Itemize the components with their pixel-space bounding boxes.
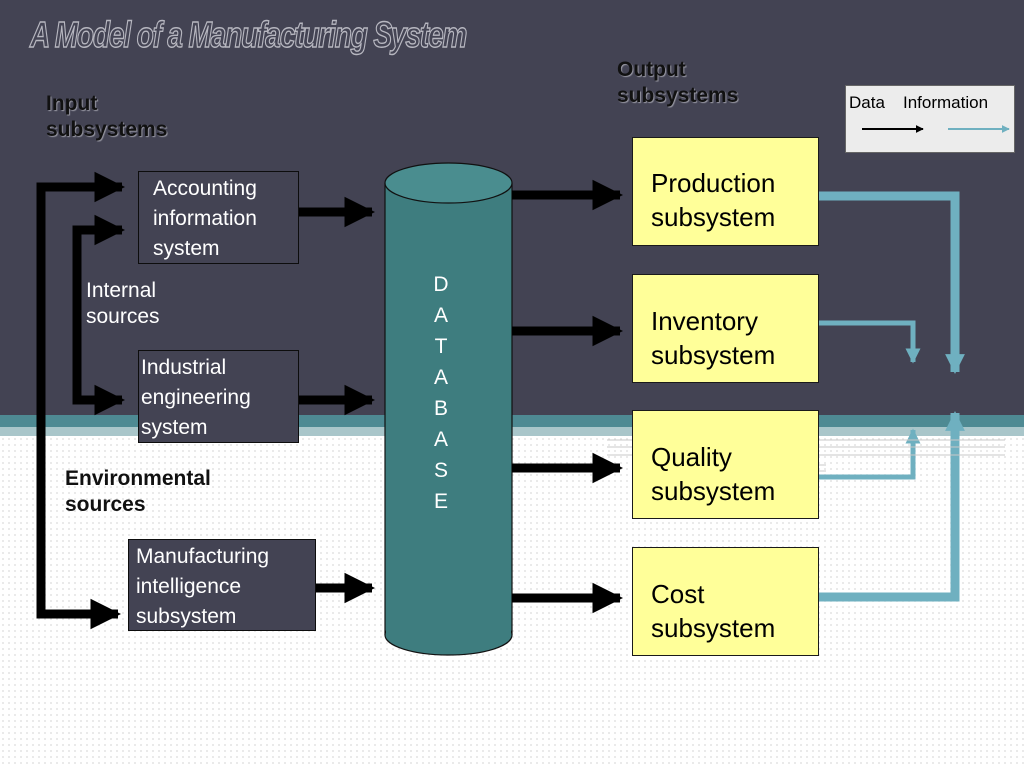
internal-sources-label: Internal sources (86, 278, 160, 331)
database-letter: D (433, 273, 449, 296)
environmental-sources-label: Environmental sources (65, 466, 211, 519)
output-data-arrows (512, 179, 624, 614)
output-subsystems-label: Output subsystems (617, 57, 738, 110)
database-label: D A T A B A S E (426, 269, 456, 517)
inventory-subsystem-box: Inventory subsystem (632, 274, 819, 383)
manufacturing-intelligence-subsystem-box: Manufacturing intelligence subsystem (128, 539, 316, 631)
box-line: subsystem (651, 476, 776, 507)
internal-label-line-2: sources (86, 305, 160, 329)
legend: Data Information (845, 85, 1015, 153)
production-subsystem-box: Production subsystem (632, 137, 819, 246)
database-letter: B (433, 397, 448, 420)
output-label-line-2: subsystems (617, 84, 739, 108)
database-cylinder (384, 162, 513, 656)
box-line: Industrial (141, 356, 227, 379)
accounting-information-system-box: Accounting information system (138, 171, 299, 264)
input-label-line-1: Input (46, 92, 98, 115)
box-line: intelligence (136, 575, 242, 599)
box-line: engineering (141, 386, 251, 410)
box-line: system (141, 416, 208, 440)
industrial-engineering-system-box: Industrial engineering system (138, 350, 299, 443)
database-letter: A (433, 428, 448, 451)
legend-data-label: Data (849, 93, 885, 112)
database-letter: T (434, 335, 448, 358)
cost-subsystem-box: Cost subsystem (632, 547, 819, 656)
internal-sources-bracket (36, 171, 126, 630)
environmental-label-line-2: sources (65, 493, 146, 517)
box-line: information (153, 207, 257, 231)
quality-subsystem-box: Quality subsystem (632, 410, 819, 519)
input-subsystems-label: Input subsystems (46, 91, 167, 144)
box-line: Production (651, 168, 776, 198)
box-line: Manufacturing (136, 545, 270, 568)
box-line: subsystem (651, 340, 776, 371)
database-letter: A (433, 366, 448, 389)
information-flow-arrows (819, 191, 965, 602)
database-letter: E (433, 490, 448, 513)
database-letter: A (433, 304, 448, 327)
box-line: Quality (651, 442, 732, 472)
legend-arrows (862, 125, 1010, 133)
box-line: Accounting (153, 177, 257, 200)
input-label-line-2: subsystems (46, 118, 168, 142)
box-line: subsystem (651, 202, 776, 233)
output-label-line-1: Output (617, 58, 686, 81)
box-line: Inventory (651, 306, 758, 336)
database-letter: S (433, 459, 448, 482)
environmental-label-line-1: Environmental (65, 467, 211, 490)
internal-label-line-1: Internal (86, 279, 157, 302)
box-line: subsystem (136, 605, 237, 629)
input-data-arrows (299, 196, 376, 604)
legend-information-label: Information (903, 93, 989, 112)
box-line: system (153, 237, 220, 261)
box-line: Cost (651, 579, 705, 609)
slide-title: A Model of a Manufacturing System (29, 13, 467, 55)
box-line: subsystem (651, 613, 776, 644)
